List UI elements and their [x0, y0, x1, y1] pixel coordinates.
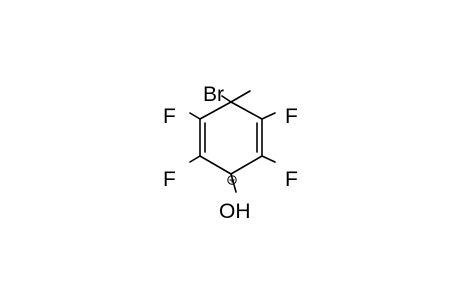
fluorine-label-upper-left: F	[163, 105, 176, 128]
bond-c6-f	[261, 155, 276, 163]
bond-c2-f	[189, 155, 201, 163]
bromine-label: Br	[203, 83, 224, 106]
bond-c5-f	[261, 112, 276, 120]
hydroxyl-label: OH	[219, 200, 251, 223]
bond-c1-oh	[230, 173, 237, 193]
bond-c3-f	[189, 112, 201, 120]
bond-c6-c1	[230, 155, 263, 175]
bond-c2-c1	[199, 155, 232, 175]
fluorine-label-lower-left: F	[163, 168, 176, 191]
fluorine-label-upper-right: F	[285, 105, 298, 128]
bond-c4-br	[221, 95, 232, 103]
bond-c4-methyl	[230, 90, 251, 103]
bond-c4-c3	[199, 101, 232, 120]
positive-charge-icon	[227, 175, 237, 185]
bond-c4-c5	[230, 101, 263, 120]
fluorine-label-lower-right: F	[285, 168, 298, 191]
